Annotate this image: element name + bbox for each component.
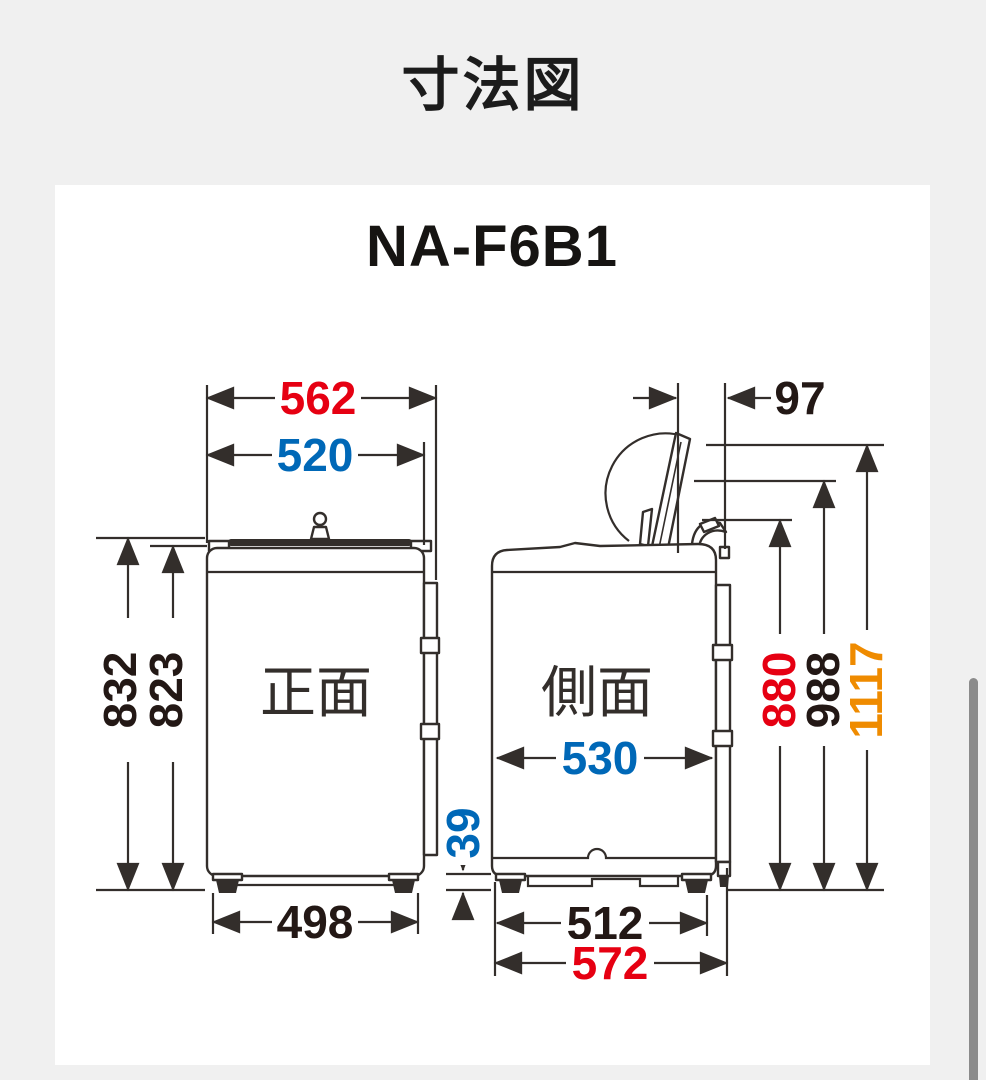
dim-1117: 1117: [840, 630, 892, 750]
dim-520: 520: [272, 429, 358, 481]
back-channel: [714, 583, 732, 864]
side-base-seam: [492, 847, 716, 860]
dim-988: 988: [797, 634, 849, 746]
front-foot-left: [216, 880, 239, 893]
tap-knob-icon: [312, 511, 328, 527]
svg-text:498: 498: [277, 896, 354, 948]
label-mask: [844, 630, 888, 750]
label-mask: [556, 734, 644, 780]
dim-823: 823: [140, 618, 192, 762]
dim-572: 572: [566, 937, 654, 989]
lid-swing-arc: [604, 432, 684, 542]
front-view-label: 正面: [260, 661, 372, 724]
diagram-card: NA-F6B1 正面: [55, 185, 930, 1065]
foot-cap: [494, 872, 527, 882]
front-side-panel: [422, 581, 439, 857]
dim-880: 880: [753, 634, 805, 746]
dim-562: 562: [275, 372, 361, 424]
front-foot-right: [392, 880, 415, 893]
channel-foot: [716, 860, 732, 878]
page-title: 寸法図: [401, 53, 585, 118]
dim-498: 498: [272, 896, 358, 948]
label-mask: [561, 899, 649, 945]
label-mask: [757, 634, 801, 746]
side-view-label: 側面: [541, 661, 653, 724]
side-base: [526, 876, 680, 888]
dim-39: 39: [437, 801, 489, 865]
svg-text:823: 823: [140, 652, 192, 729]
dim-97: 97: [774, 372, 825, 424]
dimension-diagram: NA-F6B1 正面: [94, 214, 892, 989]
side-foot-left: [499, 880, 522, 893]
model-number: NA-F6B1: [366, 214, 618, 279]
svg-text:832: 832: [94, 652, 146, 729]
side-view: 側面: [490, 431, 734, 893]
front-view: 正面: [205, 511, 441, 893]
svg-text:988: 988: [797, 652, 849, 729]
label-mask: [566, 939, 654, 985]
lid-latch: [638, 507, 654, 548]
foot-cap: [680, 872, 713, 882]
lid-seam: [228, 539, 412, 546]
foot-cap: [211, 872, 244, 882]
dim-832: 832: [94, 618, 146, 762]
svg-text:520: 520: [277, 429, 354, 481]
label-mask: [272, 898, 358, 944]
side-foot-right: [685, 880, 708, 893]
svg-text:97: 97: [774, 372, 825, 424]
svg-text:562: 562: [280, 372, 357, 424]
dimension-labels: 562 520 832 823 498: [94, 372, 892, 989]
svg-text:530: 530: [562, 732, 639, 784]
tap-base: [309, 525, 331, 541]
channel-notch: [711, 729, 734, 748]
panel-notch: [419, 722, 441, 741]
channel-notch: [711, 643, 734, 662]
label-mask: [98, 618, 142, 762]
svg-text:39: 39: [437, 807, 489, 858]
svg-text:572: 572: [572, 937, 649, 989]
label-mask: [441, 801, 485, 865]
foot-cap: [387, 872, 420, 882]
panel-notch: [419, 636, 441, 655]
scrollbar-thumb[interactable]: [969, 678, 978, 1080]
svg-text:880: 880: [753, 652, 805, 729]
dim-530: 530: [556, 732, 644, 784]
svg-text:1117: 1117: [840, 641, 892, 738]
label-mask: [801, 634, 845, 746]
label-mask: [144, 618, 188, 762]
label-mask: [272, 431, 358, 477]
front-base: [230, 876, 402, 887]
label-mask: [275, 374, 361, 420]
